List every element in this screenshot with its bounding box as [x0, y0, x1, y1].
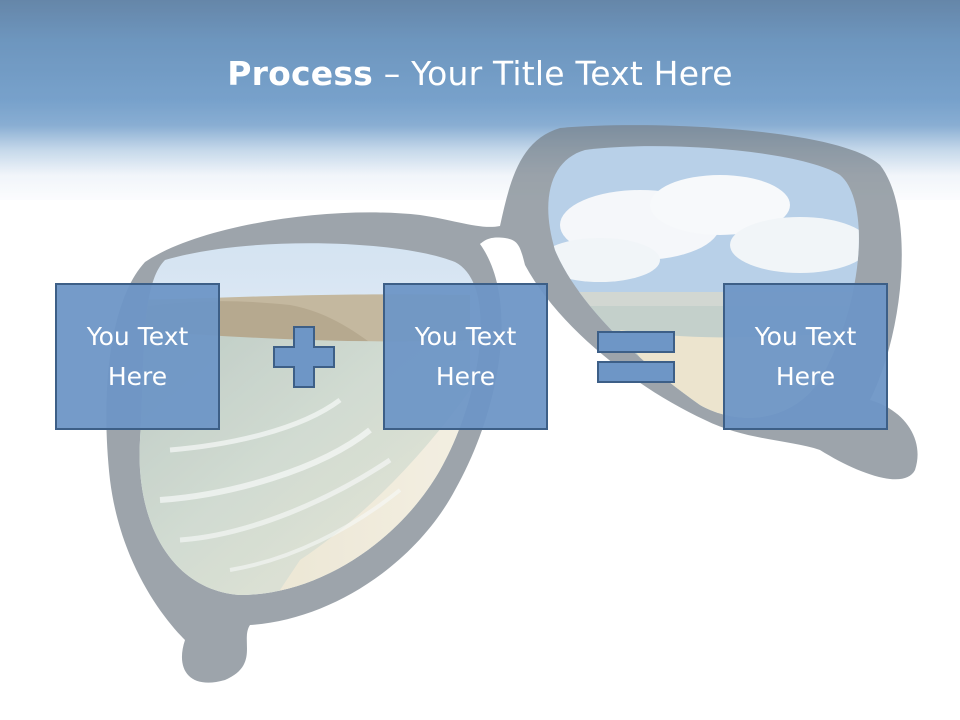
title-bold: Process — [227, 54, 374, 93]
step-box-3[interactable]: You Text Here — [723, 283, 888, 430]
slide-title: Process – Your Title Text Here — [0, 50, 960, 98]
step-label-3: You Text Here — [754, 321, 857, 391]
equals-icon — [597, 331, 675, 383]
plus-icon — [273, 326, 335, 388]
step-box-1[interactable]: You Text Here — [55, 283, 220, 430]
step-box-2[interactable]: You Text Here — [383, 283, 548, 430]
step-label-2: You Text Here — [414, 321, 517, 391]
title-rest: – Your Title Text Here — [373, 54, 733, 93]
step-label-1: You Text Here — [86, 321, 189, 391]
